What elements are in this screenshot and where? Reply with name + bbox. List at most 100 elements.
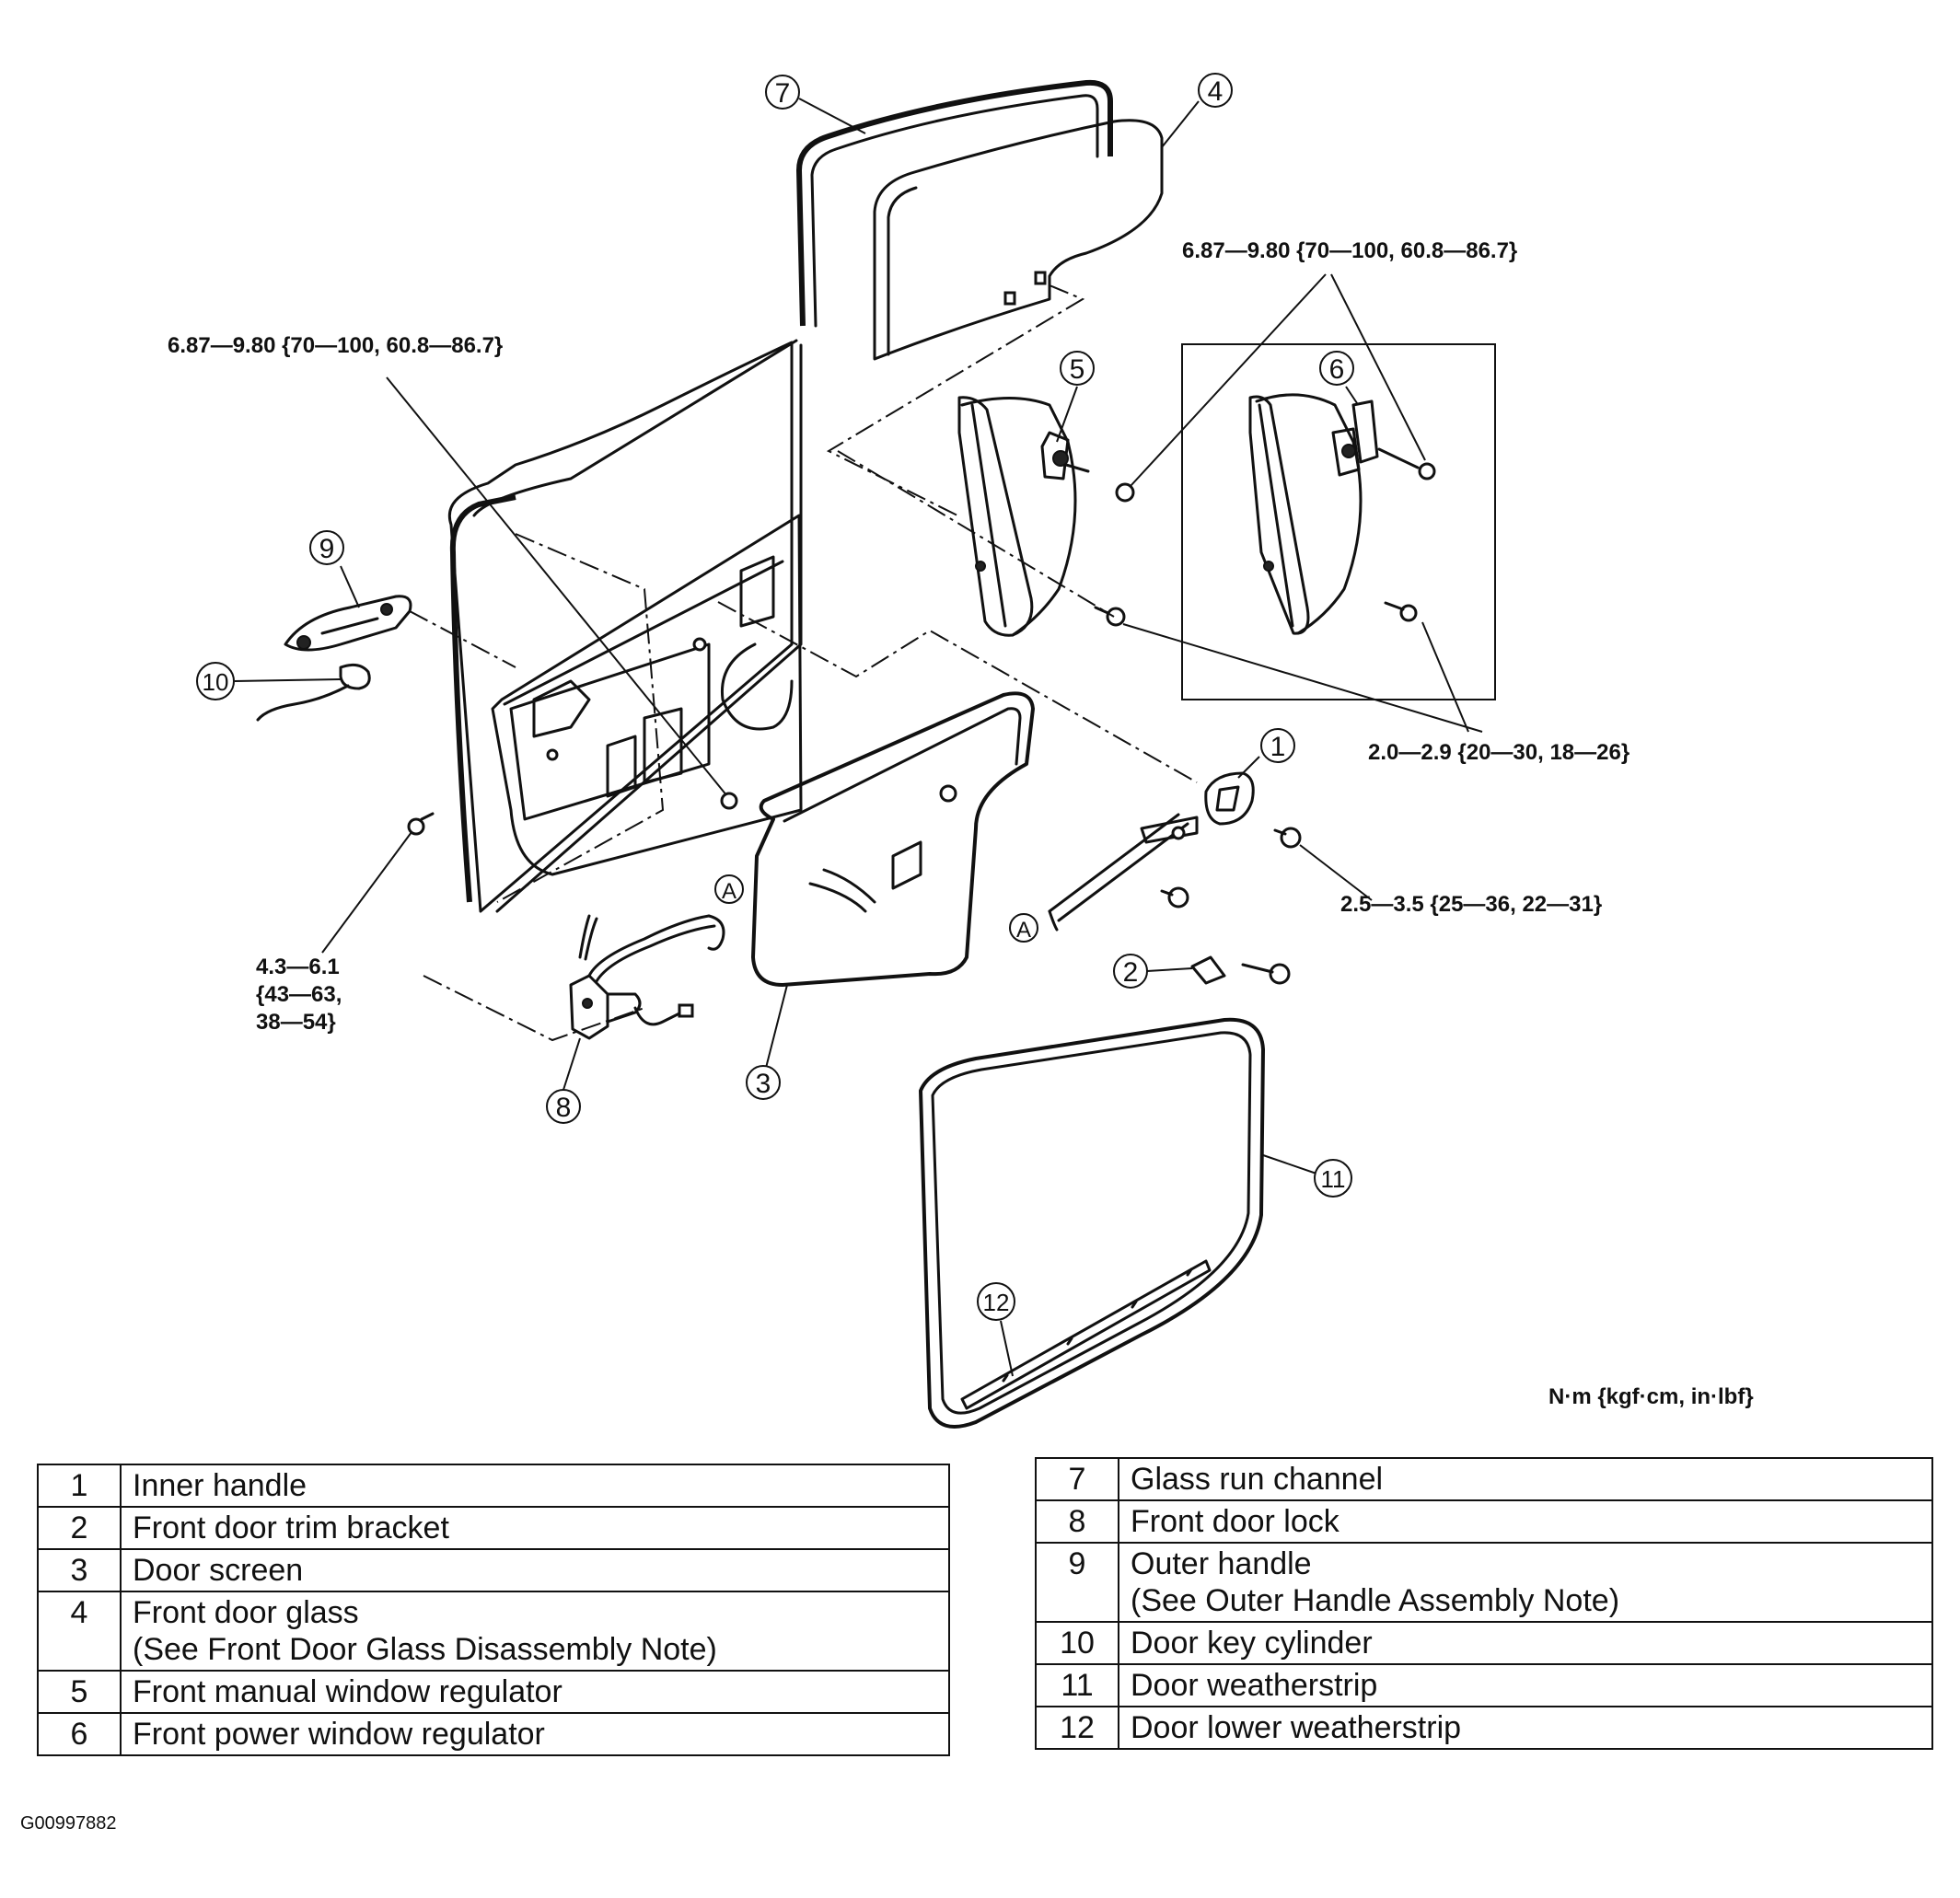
- legend-note: (See Outer Handle Assembly Note): [1131, 1583, 1620, 1618]
- callout-number: 6: [1329, 354, 1345, 385]
- inner-handle: [1204, 771, 1255, 826]
- callout-2: 2: [1113, 954, 1148, 989]
- legend-name-cell: Front power window regulator: [120, 1712, 950, 1756]
- legend-name-cell: Glass run channel: [1118, 1457, 1933, 1501]
- legend-name: Outer handle: [1131, 1546, 1312, 1581]
- connector-marker-label: A: [1016, 918, 1031, 943]
- callout-4: 4: [1198, 73, 1233, 108]
- door-key-cylinder: [256, 663, 371, 722]
- legend-note: (See Front Door Glass Disassembly Note): [133, 1632, 717, 1667]
- legend-name-cell: Door lower weatherstrip: [1118, 1706, 1933, 1750]
- legend-row: 4 Front door glass (See Front Door Glass…: [37, 1591, 950, 1672]
- callout-3: 3: [746, 1065, 781, 1100]
- door-weatherstrip: [919, 1017, 1265, 1429]
- legend-number: 9: [1035, 1542, 1119, 1623]
- legend-name: Door key cylinder: [1131, 1626, 1373, 1661]
- door-shell: [448, 339, 803, 913]
- legend-name: Front door trim bracket: [133, 1510, 449, 1545]
- callout-number: 3: [756, 1069, 771, 1099]
- callout-5: 5: [1060, 351, 1095, 386]
- torque-spec-regulator-top: 6.87—9.80 {70—100, 60.8—86.7}: [1182, 238, 1517, 263]
- legend-name-cell: Door key cylinder: [1118, 1621, 1933, 1665]
- callout-6: 6: [1319, 351, 1354, 386]
- legend-number: 10: [1035, 1621, 1119, 1665]
- legend-name: Glass run channel: [1131, 1462, 1384, 1497]
- legend-name: Front manual window regulator: [133, 1674, 562, 1709]
- torque-spec-inner-handle: 2.5—3.5 {25—36, 22—31}: [1340, 892, 1602, 917]
- callout-number: 2: [1123, 957, 1139, 988]
- legend-row: 7 Glass run channel: [1035, 1457, 1933, 1501]
- callout-9: 9: [309, 530, 344, 565]
- callout-number: 1: [1270, 732, 1286, 762]
- parts-legend-right: 7 Glass run channel 8 Front door lock 9 …: [1035, 1457, 1933, 1750]
- outer-handle: [284, 595, 412, 652]
- callout-8: 8: [546, 1089, 581, 1124]
- callout-1: 1: [1260, 728, 1295, 763]
- legend-name: Door weatherstrip: [1131, 1668, 1378, 1703]
- legend-number: 8: [1035, 1499, 1119, 1544]
- units-note: N·m {kgf·cm, in·lbf}: [1548, 1384, 1754, 1409]
- legend-name: Front power window regulator: [133, 1717, 545, 1752]
- legend-name-cell: Front door trim bracket: [120, 1506, 950, 1550]
- legend-name: Front door glass: [133, 1595, 359, 1630]
- torque-spec-door-panel: 6.87—9.80 {70—100, 60.8—86.7}: [168, 333, 503, 358]
- legend-name-cell: Door screen: [120, 1548, 950, 1592]
- legend-row: 2 Front door trim bracket: [37, 1506, 950, 1550]
- callout-12: 12: [977, 1282, 1015, 1321]
- inner-handle-linkage: [1048, 813, 1199, 932]
- legend-row: 6 Front power window regulator: [37, 1712, 950, 1756]
- legend-number: 1: [37, 1464, 122, 1508]
- callout-number: 12: [983, 1289, 1010, 1316]
- exploded-view-drawing: 1 2 3 4 5 6 7 8: [168, 73, 1754, 1429]
- callout-number: 8: [556, 1093, 572, 1123]
- legend-name-cell: Inner handle: [120, 1464, 950, 1508]
- front-power-window-regulator: [1248, 393, 1420, 635]
- torque-spec-door-lock-line3: 38—54}: [256, 1010, 336, 1035]
- regulator-bolts: [1094, 462, 1436, 627]
- legend-row: 9 Outer handle (See Outer Handle Assembl…: [1035, 1542, 1933, 1623]
- door-screen: [751, 691, 1035, 987]
- legend-name: Door lower weatherstrip: [1131, 1710, 1462, 1745]
- glass-run-channel: [796, 79, 1113, 328]
- legend-row: 3 Door screen: [37, 1548, 950, 1592]
- legend-row: 11 Door weatherstrip: [1035, 1663, 1933, 1707]
- legend-number: 7: [1035, 1457, 1119, 1501]
- callout-11: 11: [1314, 1159, 1352, 1198]
- legend-name: Inner handle: [133, 1468, 307, 1503]
- figure-id: G00997882: [20, 1813, 117, 1834]
- power-regulator-box: [1181, 343, 1496, 700]
- callout-leaders: [234, 98, 1358, 1377]
- callout-10: 10: [196, 662, 235, 700]
- torque-leaders: [321, 273, 1483, 954]
- legend-row: 10 Door key cylinder: [1035, 1621, 1933, 1665]
- legend-number: 12: [1035, 1706, 1119, 1750]
- connector-marker-label: A: [722, 879, 736, 904]
- callout-number: 10: [203, 668, 229, 696]
- legend-name-cell: Front door lock: [1118, 1499, 1933, 1544]
- torque-spec-regulator-bottom: 2.0—2.9 {20—30, 18—26}: [1368, 740, 1629, 765]
- door-lower-weatherstrip: [960, 1259, 1212, 1410]
- legend-number: 2: [37, 1506, 122, 1550]
- front-manual-window-regulator: [957, 396, 1090, 637]
- legend-row: 12 Door lower weatherstrip: [1035, 1706, 1933, 1750]
- front-door-lock: [569, 914, 716, 1040]
- handle-screws: [1160, 827, 1302, 908]
- callout-7: 7: [765, 75, 800, 110]
- callout-number: 7: [775, 78, 791, 109]
- legend-name-cell: Front manual window regulator: [120, 1670, 950, 1714]
- connector-marker-a-handle: A: [1009, 913, 1038, 943]
- legend-number: 6: [37, 1712, 122, 1756]
- legend-number: 3: [37, 1548, 122, 1592]
- parts-legend-left: 1 Inner handle 2 Front door trim bracket…: [37, 1464, 950, 1756]
- legend-row: 8 Front door lock: [1035, 1499, 1933, 1544]
- callout-number: 9: [319, 534, 335, 564]
- callout-number: 4: [1208, 76, 1224, 107]
- torque-spec-door-lock-line1: 4.3—6.1: [256, 955, 340, 979]
- legend-row: 1 Inner handle: [37, 1464, 950, 1508]
- connector-marker-a-lock: A: [714, 874, 744, 904]
- callout-number: 5: [1070, 354, 1085, 385]
- callout-number: 11: [1321, 1165, 1346, 1193]
- legend-number: 4: [37, 1591, 122, 1672]
- legend-name: Door screen: [133, 1553, 304, 1588]
